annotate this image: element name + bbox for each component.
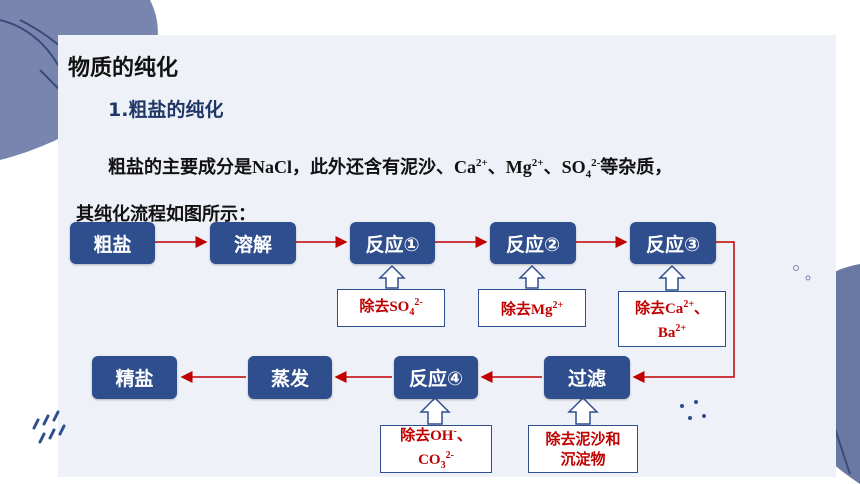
dot-decoration [680,400,706,420]
box-refined-salt: 精盐 [92,356,177,399]
box-evaporate: 蒸发 [248,356,332,399]
circle-decoration [793,265,811,281]
box-filter: 过滤 [544,356,630,399]
box-crude-salt: 粗盐 [70,222,155,264]
section-subtitle: 1.粗盐的纯化 [108,99,224,121]
note-reaction-3: 除去Ca2+、 Ba2+ [618,291,726,347]
box-reaction-4: 反应④ [394,356,478,399]
up-arrow-filter [567,396,599,425]
box-reaction-1: 反应① [350,222,435,264]
note-reaction-1: 除去SO42- [337,289,445,327]
up-arrow-r2 [518,264,546,289]
up-arrow-r4 [419,396,451,425]
up-arrow-r3 [658,264,686,291]
up-arrow-r1 [378,264,406,289]
note-filter: 除去泥沙和 沉淀物 [528,425,638,473]
arrow-5 [632,241,735,383]
note-reaction-4: 除去OH-、 CO32- [380,425,492,473]
box-reaction-2: 反应② [490,222,576,264]
intro-text: 粗盐的主要成分是NaCl，此外还含有泥沙、Ca2+、Mg2+、SO42-等杂质，… [76,157,673,225]
page-title: 物质的纯化 [68,56,179,81]
box-reaction-3: 反应③ [630,222,716,264]
dash-decoration [32,410,66,444]
box-dissolve: 溶解 [210,222,296,264]
note-reaction-2: 除去Mg2+ [478,289,586,327]
